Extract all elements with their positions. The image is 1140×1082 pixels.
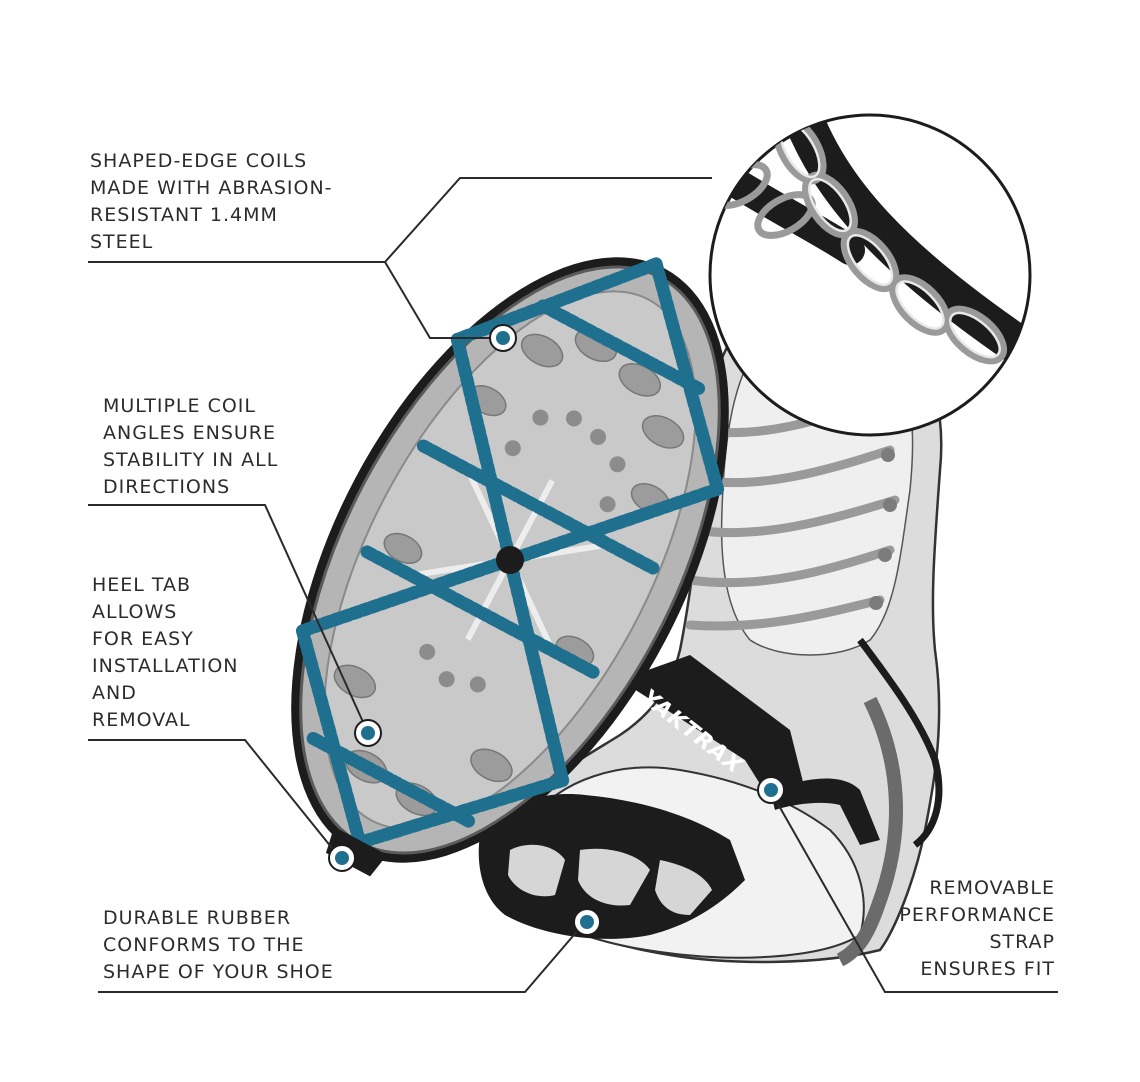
leader-heel — [88, 739, 341, 859]
callout-line: FOR EASY — [92, 628, 194, 650]
callout-line: MULTIPLE COIL — [103, 395, 256, 417]
leader-coils-2 — [384, 261, 503, 339]
callout-heel: HEEL TAB ALLOWS FOR EASY INSTALLATION AN… — [92, 572, 239, 734]
callout-angles: MULTIPLE COIL ANGLES ENSURE STABILITY IN… — [103, 393, 278, 501]
callout-dot-icon — [489, 324, 517, 352]
callout-line: ANGLES ENSURE — [103, 422, 277, 444]
magnifier-circle — [708, 113, 1032, 437]
callout-line: HEEL TAB — [92, 574, 192, 596]
sole-illustration — [291, 257, 729, 877]
callout-line: ALLOWS — [92, 601, 178, 623]
callout-line: MADE WITH ABRASION- — [90, 177, 333, 199]
callout-dots — [328, 324, 785, 936]
callout-line: REMOVAL — [92, 709, 191, 731]
leader-strap — [769, 789, 1058, 993]
callout-line: REMOVABLE — [929, 877, 1055, 899]
callout-dot-icon — [328, 844, 356, 872]
callout-line: AND — [92, 682, 137, 704]
callout-line: INSTALLATION — [92, 655, 239, 677]
callout-line: CONFORMS TO THE — [103, 934, 305, 956]
callout-coils: SHAPED-EDGE COILS MADE WITH ABRASION- RE… — [90, 148, 333, 256]
callout-line: ENSURES FIT — [920, 958, 1055, 980]
callout-rubber: DURABLE RUBBER CONFORMS TO THE SHAPE OF … — [103, 905, 334, 986]
callout-line: SHAPED-EDGE COILS — [90, 150, 308, 172]
callout-line: STRAP — [989, 931, 1055, 953]
callout-line: PERFORMANCE — [899, 904, 1055, 926]
leader-lines — [88, 177, 1058, 993]
boot-illustration: YAKTRAX — [478, 306, 943, 967]
leader-rubber — [98, 921, 586, 993]
callout-line: DURABLE RUBBER — [103, 907, 292, 929]
callout-line: STABILITY IN ALL — [103, 449, 279, 471]
callout-strap: REMOVABLE PERFORMANCE STRAP ENSURES FIT — [899, 875, 1055, 983]
callout-line: RESISTANT 1.4MM — [90, 204, 278, 226]
leader-angles — [88, 504, 369, 734]
callout-line: SHAPE OF YOUR SHOE — [103, 961, 334, 983]
callout-dot-icon — [354, 719, 382, 747]
callout-dot-icon — [757, 776, 785, 804]
callout-line: DIRECTIONS — [103, 476, 231, 498]
leader-coils — [88, 177, 712, 263]
callout-dot-icon — [573, 908, 601, 936]
callout-line: STEEL — [90, 231, 154, 253]
